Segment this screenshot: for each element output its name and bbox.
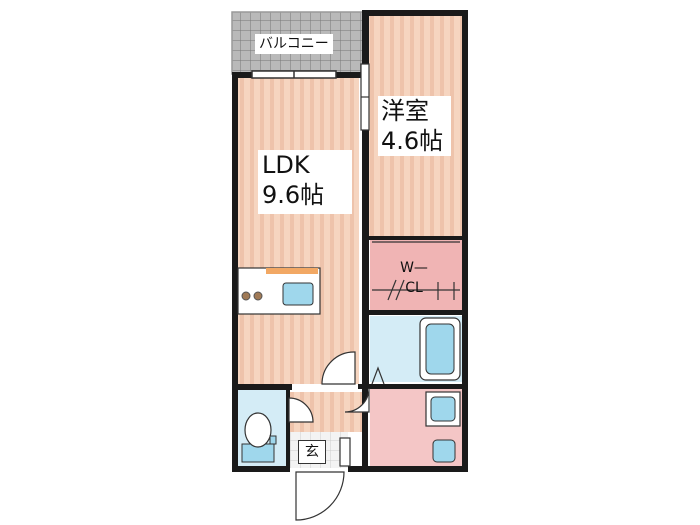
entrance-label: 玄: [298, 440, 326, 464]
closet-floor: [370, 240, 462, 310]
bathtub: [419, 317, 461, 381]
western-room-size: 4.6帖: [381, 127, 444, 155]
ldk-size: 9.6帖: [262, 181, 325, 209]
western-room-name: 洋室: [381, 97, 429, 125]
ldk-label: LDK 9.6帖: [258, 150, 352, 214]
western-room-label: 洋室 4.6帖: [378, 96, 451, 156]
western-sliding-door: [360, 63, 370, 131]
closet-label: W— CL: [397, 258, 431, 298]
closet-label-line2: CL: [405, 280, 423, 296]
balcony-label: バルコニー: [255, 34, 333, 54]
closet-label-line1: W—: [400, 260, 428, 276]
ldk-floor: [237, 78, 359, 384]
ldk-name: LDK: [262, 151, 310, 179]
kitchen-counter: [237, 267, 321, 315]
washbasin: [425, 391, 461, 463]
toilet: [241, 412, 277, 463]
windows: [251, 70, 337, 79]
doors: [288, 351, 385, 521]
closet-doors: [372, 241, 460, 301]
